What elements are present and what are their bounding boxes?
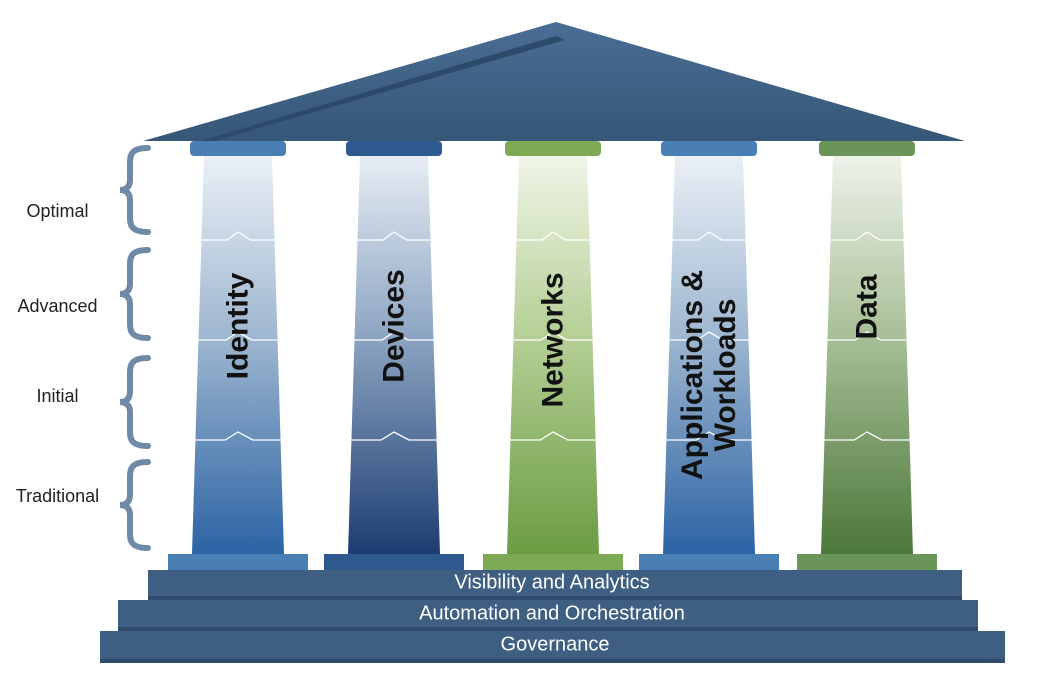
maturity-divider <box>354 331 434 341</box>
foundation-step-shadow <box>118 627 978 631</box>
pillar-label-line: Data <box>850 274 884 340</box>
maturity-divider <box>672 231 746 241</box>
foundation-label-visibility-and-analytics: Visibility and Analytics <box>454 571 650 594</box>
maturity-bracket <box>119 459 151 551</box>
pillar-shaft <box>192 156 284 554</box>
maturity-divider <box>510 431 596 441</box>
pillar-label-identity: Identity <box>222 273 255 380</box>
pillar-shaft <box>348 156 440 554</box>
pillar-label-devices: Devices <box>378 269 411 382</box>
pillar-shaft <box>663 156 755 554</box>
maturity-stage-advanced: Advanced <box>17 296 98 316</box>
pillar-capital <box>505 141 601 156</box>
pillar-capital <box>661 141 757 156</box>
maturity-divider <box>513 331 593 341</box>
foundation-step-shadow <box>148 596 962 600</box>
maturity-stage-optimal: Optimal <box>26 201 89 221</box>
foundation-label-automation-and-orchestration: Automation and Orchestration <box>419 602 685 625</box>
maturity-divider <box>824 431 910 441</box>
maturity-divider <box>198 331 278 341</box>
pillar-label-line: Networks <box>536 272 570 408</box>
pillar-label-line: Devices <box>377 269 411 383</box>
roof-shading <box>200 36 565 141</box>
maturity-divider <box>516 231 590 241</box>
pillar-label-line: Workloads <box>709 298 742 452</box>
foundation-step-shadow <box>100 659 1005 663</box>
pillar-label-data: Data <box>851 274 884 339</box>
maturity-divider <box>357 231 431 241</box>
maturity-bracket <box>119 247 151 341</box>
pillar-capital <box>346 141 442 156</box>
pillar-networks <box>483 141 623 570</box>
maturity-bracket <box>119 355 151 449</box>
maturity-divider <box>351 431 437 441</box>
maturity-divider <box>195 431 281 441</box>
pillar-capital <box>819 141 915 156</box>
pillar-base <box>324 554 464 570</box>
maturity-divider <box>669 331 749 341</box>
maturity-bracket <box>119 145 151 235</box>
pillar-capital <box>190 141 286 156</box>
maturity-divider <box>830 231 904 241</box>
foundation-label-governance: Governance <box>500 633 610 656</box>
maturity-stage-initial: Initial <box>36 386 79 406</box>
pillar-base <box>168 554 308 570</box>
pillar-label-line: Identity <box>221 272 255 380</box>
foundation-step <box>148 570 962 600</box>
maturity-divider <box>201 231 275 241</box>
pillar-label-networks: Networks <box>537 272 570 407</box>
pillar-shaft <box>507 156 599 554</box>
pillar-identity <box>168 141 308 570</box>
maturity-stage-traditional: Traditional <box>15 486 100 506</box>
pillar-applications-workloads <box>639 141 779 570</box>
pillar-base <box>483 554 623 570</box>
pillar-label-line: Applications & <box>676 269 709 481</box>
pillar-base <box>639 554 779 570</box>
pillar-base <box>797 554 937 570</box>
pillar-devices <box>324 141 464 570</box>
roof <box>143 22 965 141</box>
pillar-shaft <box>821 156 913 554</box>
foundation-step <box>118 600 978 631</box>
pillar-label-applications-workloads: Applications &Workloads <box>676 270 742 480</box>
pillar-data <box>797 141 937 570</box>
foundation-step <box>100 631 1005 663</box>
maturity-divider <box>666 431 752 441</box>
maturity-divider <box>827 331 907 341</box>
